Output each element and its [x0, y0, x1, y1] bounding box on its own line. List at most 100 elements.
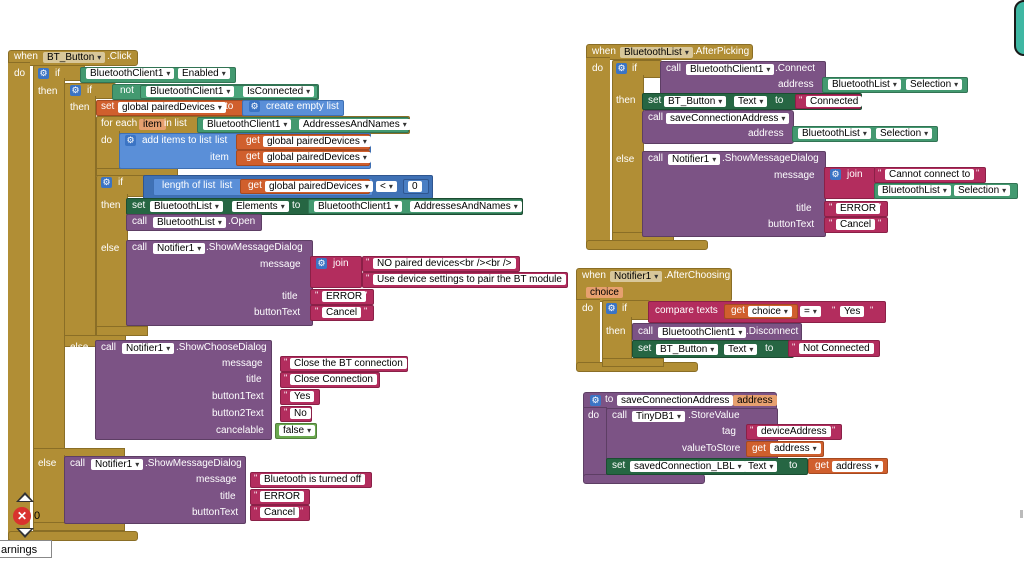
bluetooth-list-dropdown[interactable]: BluetoothList▾ [620, 47, 693, 58]
when-label: when [14, 51, 38, 62]
mutator-gear-icon[interactable]: ⚙ [38, 68, 49, 79]
eq-operator-dropdown[interactable]: =▾ [800, 306, 821, 317]
text-bt-off[interactable]: Bluetooth is turned off [260, 474, 366, 485]
global-paired-dropdown[interactable]: global pairedDevices▾ [118, 102, 226, 113]
show-warnings-label: arnings [1, 544, 38, 556]
show-warnings-button[interactable]: arnings [0, 540, 52, 558]
bluetooth-list-dropdown[interactable]: BluetoothList▾ [153, 217, 226, 228]
then-label: then [38, 86, 58, 97]
selection-dropdown[interactable]: Selection▾ [876, 128, 933, 139]
to-label: to [765, 343, 774, 354]
mutator-gear-icon[interactable]: ⚙ [101, 177, 112, 188]
text-yes[interactable]: Yes [840, 306, 865, 317]
save-connection-dropdown[interactable]: saveConnectionAddress▾ [666, 113, 790, 124]
text-cannot-connect[interactable]: Cannot connect to [885, 169, 975, 180]
notifier-dropdown[interactable]: Notifier1▾ [91, 459, 144, 470]
address-param[interactable]: address [733, 395, 777, 406]
mutator-gear-icon[interactable]: ⚙ [249, 101, 260, 112]
enabled-dropdown[interactable]: Enabled▾ [178, 68, 230, 79]
mutator-gear-icon[interactable]: ⚙ [606, 303, 617, 314]
saved-connection-label-dropdown[interactable]: savedConnection_LBL▾ [630, 461, 746, 472]
bt-client-dropdown[interactable]: BluetoothClient1▾ [146, 86, 235, 97]
notifier-dropdown[interactable]: Notifier1▾ [668, 154, 721, 165]
notifier-dropdown[interactable]: Notifier1▾ [610, 271, 663, 282]
else-label: else [38, 458, 57, 469]
button1-label: button1Text [212, 391, 264, 402]
click-label: .Click [107, 51, 132, 62]
mutator-gear-icon[interactable]: ⚙ [70, 85, 81, 96]
bluetooth-list-dropdown[interactable]: BluetoothList▾ [150, 201, 223, 212]
bluetooth-list-dropdown[interactable]: BluetoothList▾ [878, 185, 951, 196]
address-get-dropdown[interactable]: address▾ [770, 443, 821, 454]
warning-down-arrow-inner [19, 529, 31, 535]
text-close-connection[interactable]: Close Connection [290, 374, 377, 385]
mutator-gear-icon[interactable]: ⚙ [125, 135, 136, 146]
elements-dropdown[interactable]: Elements▾ [232, 201, 289, 212]
join-label: join [333, 258, 349, 269]
mutator-gear-icon[interactable]: ⚙ [616, 63, 627, 74]
text-error[interactable]: ERROR [836, 203, 881, 214]
procedure-name-field[interactable]: saveConnectionAddress [617, 395, 734, 406]
text-device-address[interactable]: deviceAddress [757, 426, 831, 437]
choice-get-dropdown[interactable]: choice▾ [748, 306, 792, 317]
text-close-bt[interactable]: Close the BT connection [290, 358, 407, 369]
message-label: message [774, 170, 815, 181]
addresses-dropdown[interactable]: AddressesAndNames▾ [299, 119, 411, 130]
mutator-gear-icon[interactable]: ⚙ [316, 258, 327, 269]
do-label: do [588, 410, 600, 421]
to-label: to [775, 95, 784, 106]
text-prop-dropdown[interactable]: Text▾ [744, 461, 778, 472]
bt-client-dropdown[interactable]: BluetoothClient1▾ [686, 64, 775, 75]
bluetooth-list-dropdown[interactable]: BluetoothList▾ [828, 79, 901, 90]
tinydb-dropdown[interactable]: TinyDB1▾ [632, 411, 685, 422]
bt-button-dropdown[interactable]: BT_Button▾ [43, 52, 106, 63]
text-error[interactable]: ERROR [322, 291, 367, 302]
text-cancel[interactable]: Cancel [836, 219, 876, 230]
text-yes[interactable]: Yes [290, 391, 315, 402]
then-label: then [70, 102, 90, 113]
selection-dropdown[interactable]: Selection▾ [954, 185, 1011, 196]
text-cancel[interactable]: Cancel [260, 507, 300, 518]
text-prop-dropdown[interactable]: Text▾ [724, 344, 758, 355]
text-connected[interactable]: Connected [806, 96, 863, 107]
global-paired-get-dropdown[interactable]: global pairedDevices▾ [263, 136, 371, 147]
notifier-dropdown[interactable]: Notifier1▾ [153, 243, 206, 254]
text-not-connected[interactable]: Not Connected [799, 343, 874, 354]
do-label: do [14, 68, 26, 79]
bt-client-dropdown[interactable]: BluetoothClient1▾ [314, 201, 403, 212]
bluetooth-list-dropdown[interactable]: BluetoothList▾ [798, 128, 871, 139]
button2-label: button2Text [212, 408, 264, 419]
addresses-dropdown[interactable]: AddressesAndNames▾ [410, 201, 522, 212]
global-paired-get-dropdown[interactable]: global pairedDevices▾ [263, 152, 371, 163]
mutator-gear-icon[interactable]: ⚙ [590, 395, 601, 406]
error-icon[interactable]: ✕ [13, 507, 31, 525]
is-connected-dropdown[interactable]: IsConnected▾ [243, 86, 315, 97]
notifier-dropdown[interactable]: Notifier1▾ [122, 343, 175, 354]
lt-operator-dropdown[interactable]: <▾ [376, 181, 397, 192]
address-label: address [748, 128, 784, 139]
bt-client-dropdown[interactable]: BluetoothClient1▾ [658, 327, 747, 338]
backpack-icon[interactable] [1014, 0, 1024, 56]
bt-client-dropdown[interactable]: BluetoothClient1▾ [203, 119, 292, 130]
text-no-paired[interactable]: NO paired devices<br /><br /> [373, 258, 516, 269]
selection-dropdown[interactable]: Selection▾ [906, 79, 963, 90]
text-prop-dropdown[interactable]: Text▾ [734, 96, 768, 107]
address-get-dropdown[interactable]: address▾ [832, 461, 883, 472]
bt-button-dropdown[interactable]: BT_Button▾ [664, 96, 727, 107]
zero-number-field[interactable]: 0 [408, 181, 422, 192]
bt-button-dropdown[interactable]: BT_Button▾ [656, 344, 719, 355]
bt-client-dropdown[interactable]: BluetoothClient1▾ [86, 68, 175, 79]
item-var[interactable]: item [139, 119, 166, 130]
false-dropdown[interactable]: false▾ [279, 425, 316, 436]
text-error[interactable]: ERROR [260, 491, 305, 502]
compare-texts-label: compare texts [655, 305, 718, 316]
text-cancel[interactable]: Cancel [322, 307, 362, 318]
mutator-gear-icon[interactable]: ⚙ [830, 169, 841, 180]
choice-param[interactable]: choice [586, 287, 623, 298]
text-use-settings[interactable]: Use device settings to pair the BT modul… [373, 274, 566, 285]
global-paired-get-dropdown[interactable]: global pairedDevices▾ [265, 181, 373, 192]
if-label: if [87, 85, 92, 96]
scrollbar-indicator[interactable] [1020, 510, 1023, 518]
message-label: message [260, 259, 301, 270]
text-no[interactable]: No [290, 408, 311, 419]
